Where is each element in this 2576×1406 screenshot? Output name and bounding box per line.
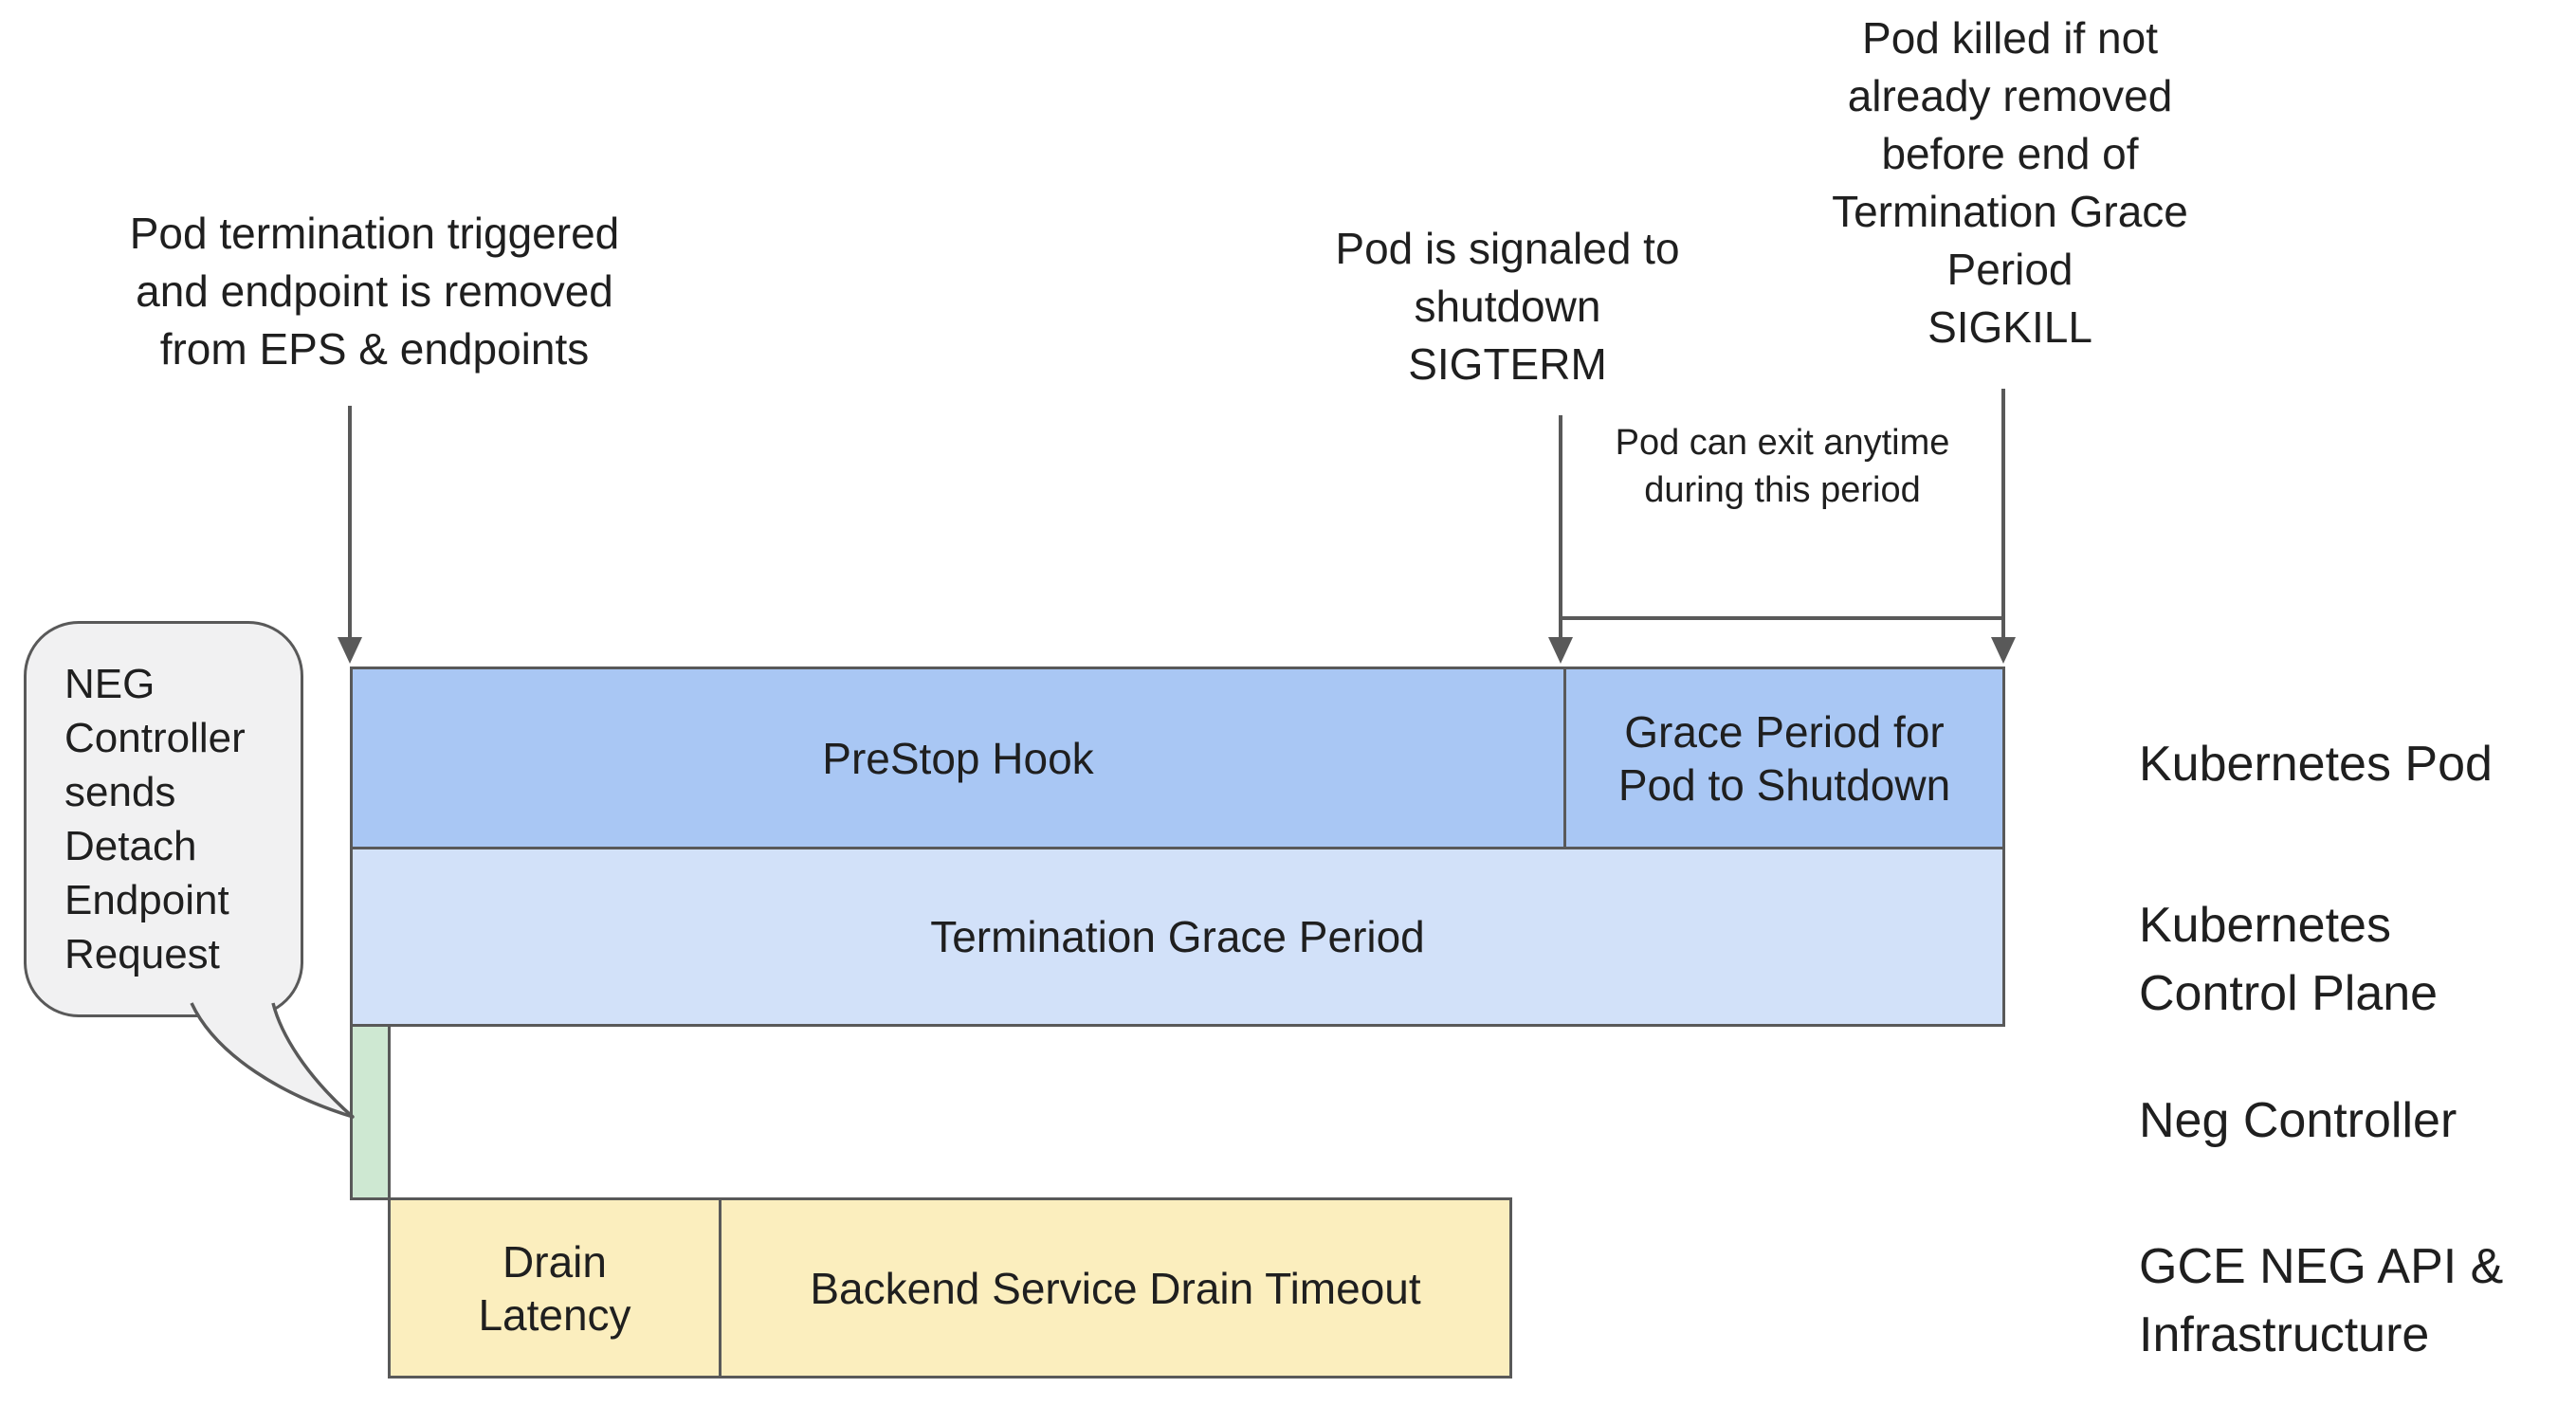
bar-drain-latency: Drain Latency xyxy=(391,1200,719,1376)
callout-tail xyxy=(190,1002,355,1119)
bar-grace-period-pod-shutdown: Grace Period for Pod to Shutdown xyxy=(1563,669,2002,847)
note-pod-can-exit: Pod can exit anytime during this period xyxy=(1615,423,1950,510)
exit-window-connector-line xyxy=(1561,616,2003,620)
arrow-line-sigkill xyxy=(2001,389,2005,639)
note-pod-termination-triggered: Pod termination triggered and endpoint i… xyxy=(129,209,620,374)
arrow-head-pod-termination xyxy=(338,637,362,664)
callout-text: NEG Controller sends Detach Endpoint Req… xyxy=(64,661,246,977)
note-sigkill: Pod killed if not already removed before… xyxy=(1832,13,2188,352)
arrow-head-sigterm xyxy=(1548,637,1573,664)
lane-label-kubernetes-control-plane: Kubernetes Control Plane xyxy=(2139,898,2439,1021)
bar-row-gce-neg: Drain Latency Backend Service Drain Time… xyxy=(388,1197,1512,1379)
bar-backend-service-drain-timeout: Backend Service Drain Timeout xyxy=(719,1200,1509,1376)
arrow-line-sigterm xyxy=(1559,415,1562,639)
bar-row-neg-controller xyxy=(350,1024,391,1200)
bar-termination-grace-period: Termination Grace Period xyxy=(353,849,2002,1024)
lane-label-gce-neg-api: GCE NEG API & Infrastructure xyxy=(2139,1239,2504,1362)
lane-label-neg-controller: Neg Controller xyxy=(2139,1093,2457,1148)
bar-prestop-hook: PreStop Hook xyxy=(353,669,1563,847)
arrow-head-sigkill xyxy=(1991,637,2016,664)
callout-bubble: NEG Controller sends Detach Endpoint Req… xyxy=(24,621,303,1017)
bar-neg-detach xyxy=(353,1027,388,1197)
bar-row-kubernetes-pod: PreStop Hook Grace Period for Pod to Shu… xyxy=(350,666,2005,849)
lane-label-kubernetes-pod: Kubernetes Pod xyxy=(2139,737,2493,792)
bar-row-control-plane: Termination Grace Period xyxy=(350,847,2005,1027)
arrow-line-pod-termination xyxy=(348,406,352,639)
note-sigterm: Pod is signaled to shutdown SIGTERM xyxy=(1335,224,1680,389)
